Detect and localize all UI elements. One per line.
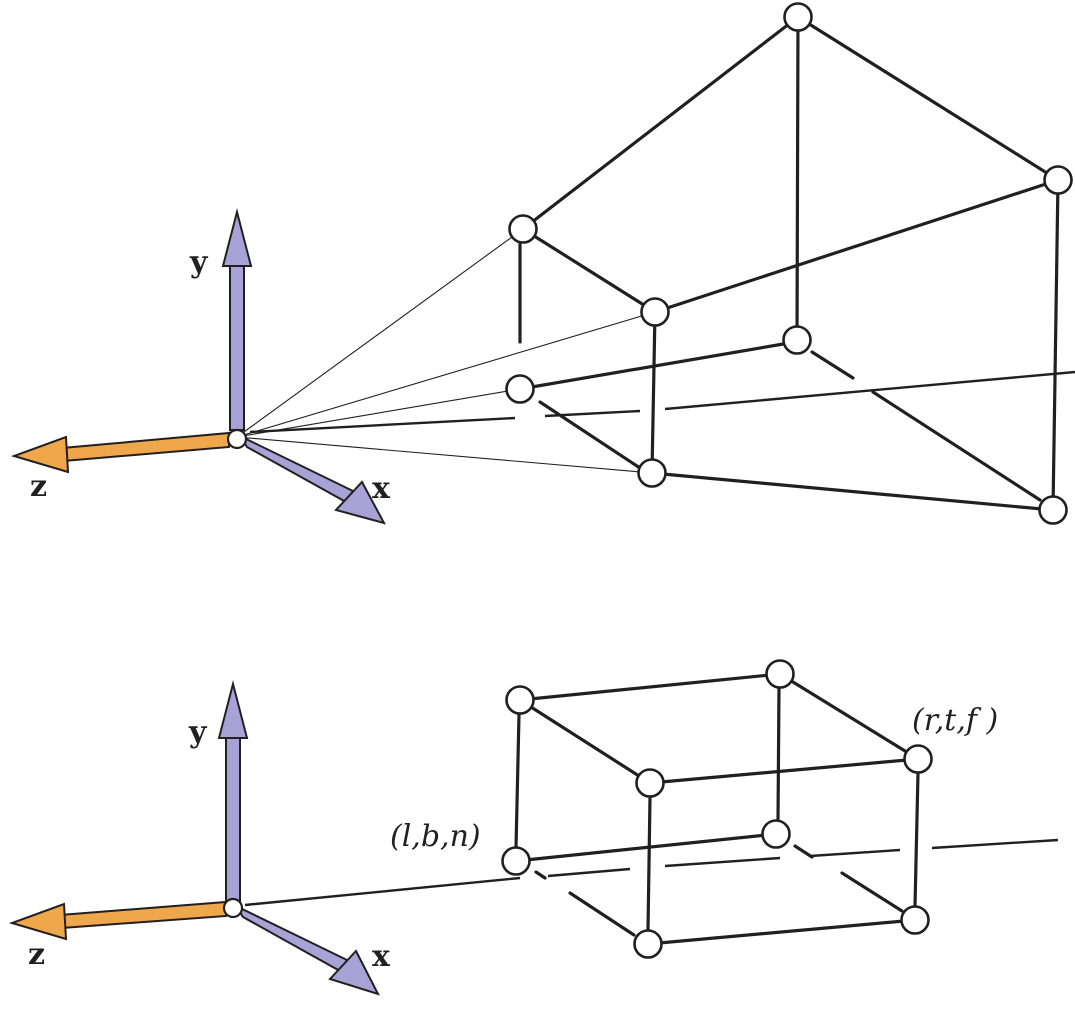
vertex-top-front-left (635, 768, 665, 798)
side-edges (521, 15, 1060, 314)
upper-frustum (236, 2, 1075, 525)
upper-y-label: y (189, 245, 209, 280)
corner-near-label: (l,b,n) (390, 819, 481, 854)
ray-bottom-right (236, 436, 653, 474)
lower-box: (l,b,n) (r,t,f ) (244, 659, 1059, 959)
lower-y-axis (217, 680, 249, 903)
upper-origin (226, 428, 248, 450)
upper-y-axis (221, 208, 253, 431)
ray-top-left (236, 228, 524, 438)
vertex-near-top-right (640, 297, 670, 327)
lower-z-label: z (28, 937, 45, 972)
lower-vertices (501, 659, 933, 959)
vertex-bottom-front-right (900, 905, 930, 935)
upper-z-axis (10, 431, 230, 474)
lower-x-label: x (372, 939, 391, 974)
vertex-near-bottom-right (637, 458, 667, 488)
view-direction-line (249, 370, 1075, 434)
lower-z-axis (8, 900, 227, 941)
upper-vertices (505, 2, 1073, 525)
lower-axes: y z x (8, 680, 391, 996)
near-plane-edges (518, 227, 797, 475)
upper-x-label: x (372, 471, 391, 506)
vertex-far-top-left (783, 2, 813, 32)
vertex-top-front-right (903, 744, 933, 774)
lower-top-face (518, 672, 920, 785)
upper-z-label: z (30, 469, 47, 504)
vertex-far-top-right (1043, 165, 1073, 195)
lower-origin (222, 897, 244, 919)
vertex-far-bottom-left (782, 325, 812, 355)
vertex-near-bottom-left (505, 374, 535, 404)
vertex-top-back-right (765, 659, 795, 689)
upper-axes: y z x (10, 208, 391, 525)
vertex-bottom-back-left (501, 846, 531, 876)
vertex-near-top-left (508, 214, 538, 244)
vertex-top-back-left (505, 685, 535, 715)
upper-x-axis (237, 433, 386, 525)
ray-top-right (236, 311, 656, 438)
vertex-bottom-front-left (633, 929, 663, 959)
vertex-bottom-back-right (761, 819, 791, 849)
vertex-far-bottom-right (1038, 495, 1068, 525)
lower-y-label: y (188, 715, 208, 750)
lower-vertical-edges (514, 686, 920, 932)
lower-view-direction-line (244, 838, 1059, 907)
far-plane-edges (650, 15, 1060, 512)
lower-x-axis (233, 903, 380, 996)
lower-bottom-face (514, 832, 917, 946)
corner-far-label: (r,t,f ) (912, 703, 998, 738)
